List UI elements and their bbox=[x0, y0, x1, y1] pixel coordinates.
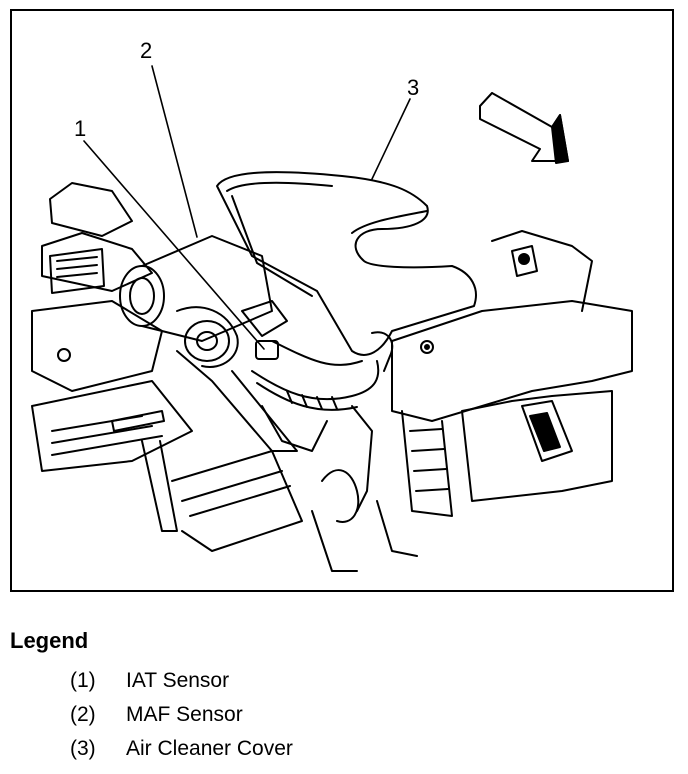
callout-label-1: 1 bbox=[74, 116, 87, 141]
engine-bay-illustration bbox=[31, 65, 633, 572]
leader-line-2 bbox=[151, 65, 198, 238]
figure-frame: 1 2 3 bbox=[10, 9, 674, 592]
direction-arrow bbox=[479, 92, 569, 164]
legend-item-number: (1) bbox=[70, 669, 96, 692]
legend-item: (2) MAF Sensor bbox=[10, 698, 670, 732]
callout-leader-lines bbox=[83, 65, 411, 350]
maf-sensor-body bbox=[119, 235, 298, 452]
leader-line-3 bbox=[371, 98, 411, 180]
air-cleaner-cover bbox=[216, 171, 477, 372]
legend-item-number: (3) bbox=[70, 737, 96, 760]
legend-item-text: Air Cleaner Cover bbox=[126, 737, 293, 760]
legend-item-text: IAT Sensor bbox=[126, 669, 230, 692]
legend-item: (1) IAT Sensor bbox=[10, 664, 670, 698]
legend-item-text: MAF Sensor bbox=[126, 703, 243, 726]
legend-title: Legend bbox=[10, 628, 89, 653]
legend-item-number: (2) bbox=[70, 703, 96, 726]
callout-label-3: 3 bbox=[407, 75, 420, 100]
iat-sensor-body bbox=[241, 300, 380, 452]
left-engine-components bbox=[31, 182, 303, 552]
legend-list: (1) IAT Sensor (2) MAF Sensor (3) Air Cl… bbox=[10, 664, 670, 766]
legend: Legend (1) IAT Sensor (2) MAF Sensor (3)… bbox=[10, 628, 670, 766]
callout-label-2: 2 bbox=[140, 38, 153, 63]
leader-line-1 bbox=[83, 140, 265, 350]
legend-item: (3) Air Cleaner Cover bbox=[10, 732, 670, 766]
air-cleaner-housing bbox=[311, 230, 633, 572]
